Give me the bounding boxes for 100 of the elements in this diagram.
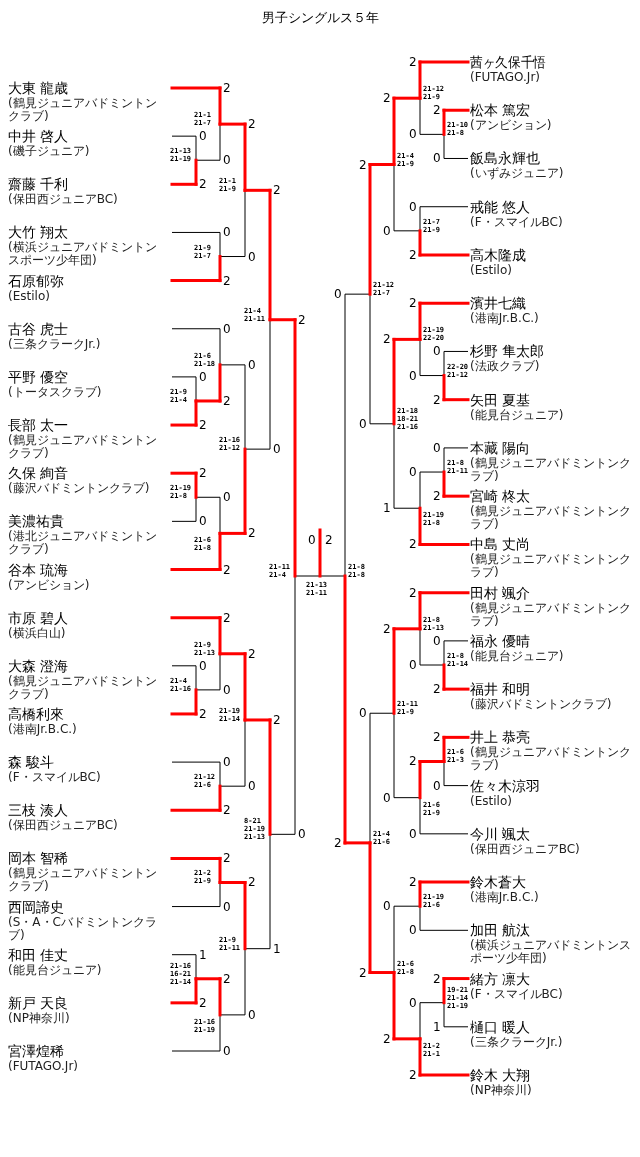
match-score: 2	[359, 158, 367, 171]
match-score: 2	[298, 313, 306, 326]
club-name: (保田西ジュニアBC)	[470, 842, 581, 856]
match-score: 2	[273, 713, 281, 726]
player-name: 緒方 凛大	[470, 969, 531, 988]
player-name: 西岡諦史	[8, 897, 64, 916]
match-score: 0	[409, 128, 417, 141]
player-name: 谷本 琉海	[8, 560, 69, 579]
player-name: 宮崎 柊太	[470, 487, 531, 505]
match-score: 0	[248, 1008, 256, 1021]
club-name: (アンビション)	[8, 578, 91, 592]
match-score: 2	[409, 248, 417, 261]
club-name: (鶴見ジュニアバドミントンクラブ)	[470, 456, 632, 483]
club-name: (磯子ジュニア)	[8, 145, 91, 159]
club-name: (トータスクラブ)	[8, 385, 103, 399]
match-score: 2	[383, 622, 391, 635]
player-name: 戒能 悠人	[470, 197, 531, 216]
player-name: 樋口 暖人	[470, 1017, 531, 1036]
match-score: 2	[359, 966, 367, 979]
match-score: 0	[199, 130, 207, 143]
player-name: 石原郁弥	[8, 271, 64, 290]
club-name: (横浜ジュニアバドミントンスポーツ少年団)	[8, 241, 158, 268]
club-name: (鶴見ジュニアバドミントンクラブ)	[8, 434, 158, 461]
match-score: 0	[409, 659, 417, 671]
match-score: 2	[383, 1032, 391, 1045]
match-score: 0	[433, 634, 441, 647]
match-score: 0	[223, 322, 231, 335]
match-score: 2	[433, 490, 441, 503]
player-name: 茜ヶ久保千悟	[470, 53, 546, 71]
match-score: 2	[383, 333, 391, 346]
match-score: 2	[273, 184, 281, 197]
player-name: 新戸 天良	[8, 993, 69, 1012]
match-score: 0	[383, 224, 391, 237]
player-name: 高橋利來	[8, 704, 64, 723]
club-name: (能見台ジュニア)	[470, 408, 565, 422]
match-score: 2	[223, 611, 231, 624]
player-name: 三枝 湊人	[8, 801, 69, 819]
match-score: 0	[223, 491, 231, 504]
match-score: 0	[273, 443, 281, 456]
match-score: 1	[273, 942, 281, 955]
player-name: 美濃祐貴	[8, 512, 64, 530]
match-score: 2	[223, 563, 231, 576]
match-score: 0	[199, 370, 207, 383]
player-name: 井上 恭亮	[470, 728, 531, 746]
match-score: 0	[409, 466, 417, 479]
match-score: 0	[248, 250, 256, 263]
match-score: 0	[248, 358, 256, 371]
match-score: 2	[433, 683, 441, 696]
club-name: (港北ジュニアバドミントンクラブ)	[8, 530, 158, 557]
player-name: 鈴木蒼大	[470, 873, 526, 891]
club-name: (法政クラブ)	[470, 360, 541, 374]
club-name: (Estilo)	[8, 289, 51, 303]
player-name: 大東 龍歳	[8, 79, 69, 97]
club-name: (保田西ジュニアBC)	[8, 819, 119, 833]
player-name: 濱井七織	[470, 294, 526, 312]
club-name: (Estilo)	[470, 794, 513, 808]
match-score: 0	[199, 515, 207, 528]
player-name: 岡本 智稀	[8, 849, 69, 867]
match-score: 0	[359, 417, 367, 430]
club-name: (藤沢バドミントンクラブ)	[470, 698, 613, 712]
player-name: 和田 佳丈	[8, 945, 69, 964]
player-name: 松本 篤宏	[470, 101, 531, 119]
player-name: 齋藤 千利	[8, 175, 69, 193]
club-name: (鶴見ジュニアバドミントンクラブ)	[470, 505, 632, 532]
player-name: 本藏 陽向	[470, 438, 531, 457]
player-name: 中井 啓人	[8, 127, 69, 145]
match-score: 0	[199, 659, 207, 672]
match-score: 0	[409, 369, 417, 382]
match-score: 0	[359, 707, 367, 720]
match-score: 0	[334, 288, 342, 301]
match-score: 0	[383, 791, 391, 804]
match-score: 0	[223, 154, 231, 167]
club-name: (三条クラークJr.)	[8, 337, 102, 351]
player-name: 長部 太一	[8, 416, 69, 434]
match-score: 1	[433, 1020, 441, 1033]
match-score: 2	[223, 972, 231, 985]
match-score: 0	[409, 827, 417, 840]
match-score: 0	[409, 924, 417, 937]
club-name: (能見台ジュニア)	[8, 963, 103, 977]
club-name: (港南Jr.B.C.)	[8, 722, 78, 736]
club-name: (鶴見ジュニアバドミントンクラブ)	[8, 674, 158, 701]
player-name: 久保 絢音	[8, 464, 69, 482]
match-score: 0	[433, 152, 441, 165]
match-score: 2	[223, 804, 231, 817]
match-score: 1	[383, 502, 391, 515]
match-score: 2	[199, 467, 207, 480]
club-name: (三条クラークJr.)	[470, 1035, 564, 1049]
match-score: 0	[223, 756, 231, 769]
club-name: (NP神奈川)	[8, 1011, 71, 1025]
match-score: 2	[433, 393, 441, 406]
match-score: 2	[223, 852, 231, 865]
club-name: (能見台ジュニア)	[470, 649, 565, 663]
match-score: 0	[433, 779, 441, 792]
match-score: 2	[409, 1069, 417, 1082]
match-score: 0	[308, 534, 316, 546]
match-score: 2	[248, 118, 256, 131]
player-name: 杉野 隼太郎	[470, 342, 545, 360]
match-score: 2	[199, 419, 207, 432]
match-score: 2	[334, 836, 342, 849]
club-name: (NP神奈川)	[470, 1084, 533, 1098]
